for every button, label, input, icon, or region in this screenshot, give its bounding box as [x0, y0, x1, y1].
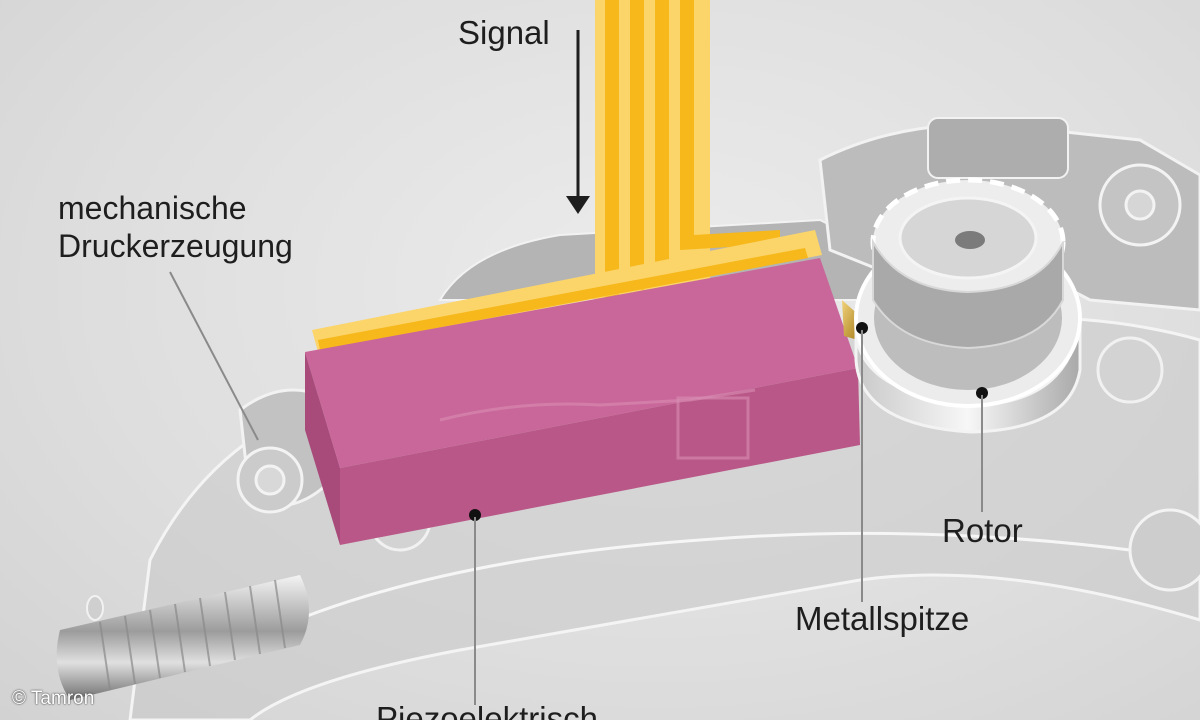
piezo-label: Piezoelektrisch: [376, 700, 598, 720]
mechanical-pressure-label-line2: Druckerzeugung: [58, 228, 293, 266]
mechanical-pressure-label-line1: mechanische: [58, 190, 293, 228]
rotor-label: Rotor: [942, 512, 1023, 551]
copyright-label: © Tamron: [12, 688, 94, 710]
mechanical-pressure-label: mechanische Druckerzeugung: [58, 190, 293, 266]
signal-label: Signal: [458, 14, 550, 53]
rotor: [856, 180, 1080, 432]
metal-tip-label: Metallspitze: [795, 600, 969, 639]
